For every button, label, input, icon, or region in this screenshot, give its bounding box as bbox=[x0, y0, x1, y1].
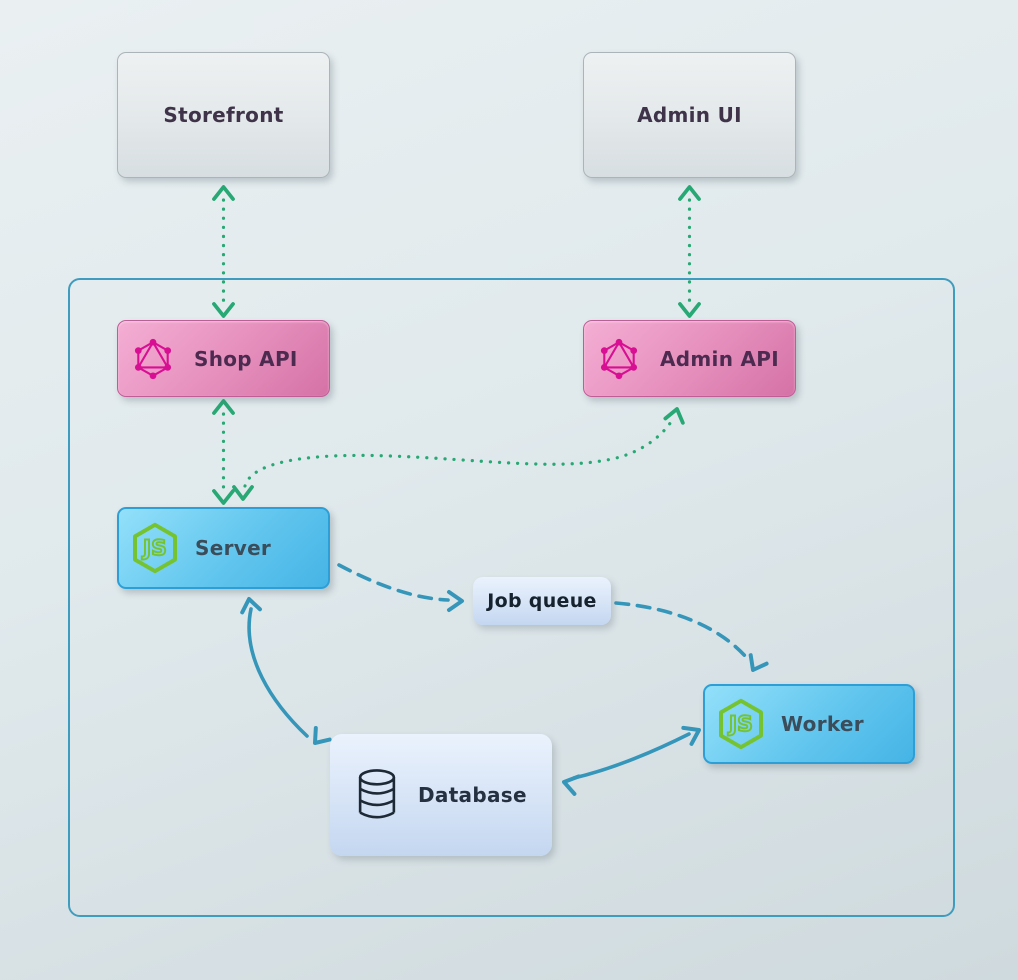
node-label: Admin API bbox=[660, 346, 779, 371]
node-label: Server bbox=[195, 536, 272, 560]
node-label: Job queue bbox=[487, 590, 597, 612]
svg-text:JS: JS bbox=[727, 712, 753, 737]
node-server[interactable]: JS Server bbox=[117, 507, 330, 589]
node-worker[interactable]: JS Worker bbox=[703, 684, 915, 764]
node-job-queue[interactable]: Job queue bbox=[473, 577, 611, 625]
node-admin-api[interactable]: Admin API bbox=[583, 320, 796, 397]
node-label: Admin UI bbox=[637, 103, 742, 127]
nodejs-icon: JS bbox=[717, 696, 765, 752]
backend-group-container bbox=[68, 278, 955, 917]
graphql-icon bbox=[132, 338, 174, 380]
node-label: Storefront bbox=[163, 103, 284, 127]
graphql-icon bbox=[598, 338, 640, 380]
node-label: Worker bbox=[781, 712, 864, 736]
nodejs-icon: JS bbox=[131, 520, 179, 576]
node-label: Database bbox=[418, 783, 527, 807]
node-shop-api[interactable]: Shop API bbox=[117, 320, 330, 397]
database-icon bbox=[354, 766, 400, 824]
node-database[interactable]: Database bbox=[330, 734, 552, 856]
node-admin-ui[interactable]: Admin UI bbox=[583, 52, 796, 178]
node-label: Shop API bbox=[194, 346, 298, 371]
node-storefront[interactable]: Storefront bbox=[117, 52, 330, 178]
svg-text:JS: JS bbox=[141, 536, 167, 561]
